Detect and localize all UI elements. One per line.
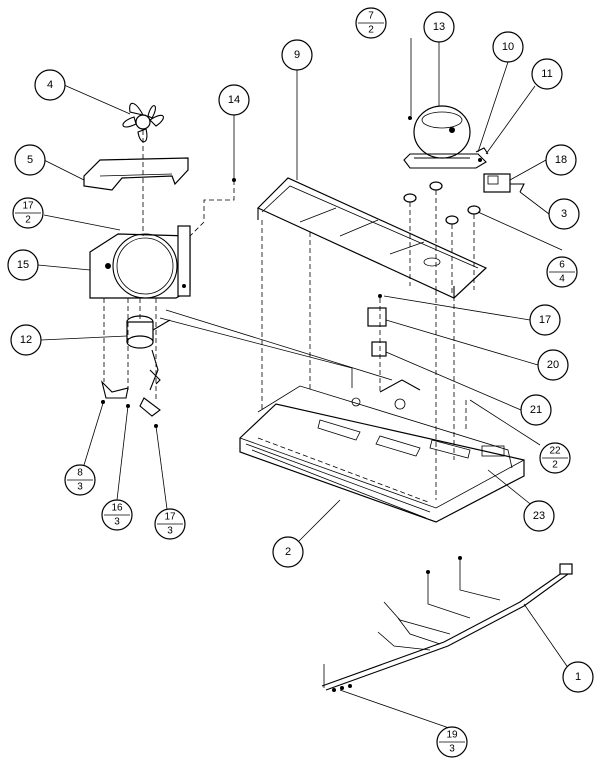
callout-15: 15 — [7, 249, 39, 281]
svg-text:8: 8 — [77, 468, 83, 479]
callout-19-3: 19 3 — [436, 726, 468, 758]
fan-blade-part — [122, 102, 164, 143]
svg-text:22: 22 — [549, 446, 561, 457]
svg-text:12: 12 — [20, 334, 32, 346]
callout-21: 21 — [520, 394, 552, 426]
svg-text:2: 2 — [368, 25, 374, 36]
svg-text:7: 7 — [368, 11, 374, 22]
svg-text:16: 16 — [111, 503, 123, 514]
svg-text:11: 11 — [541, 68, 552, 80]
svg-text:15: 15 — [17, 259, 29, 271]
callout-1: 1 — [562, 661, 594, 693]
svg-text:21: 21 — [530, 404, 542, 416]
switch-parts — [367, 294, 387, 357]
callout-12: 12 — [10, 324, 42, 356]
cover-panel-part — [256, 177, 488, 299]
callout-10: 10 — [492, 31, 524, 63]
svg-text:1: 1 — [575, 671, 581, 683]
svg-text:14: 14 — [228, 94, 240, 106]
callout-7-2: 7 2 — [355, 7, 387, 39]
callout-6-4: 6 4 — [546, 256, 578, 288]
svg-text:6: 6 — [559, 260, 565, 271]
svg-text:20: 20 — [547, 359, 559, 371]
callout-3: 3 — [548, 198, 580, 230]
svg-text:4: 4 — [559, 274, 565, 285]
svg-text:17: 17 — [539, 314, 551, 326]
assembly-lines — [103, 130, 475, 500]
base-pan-part — [239, 379, 525, 523]
svg-text:3: 3 — [561, 208, 567, 220]
callout-20: 20 — [537, 349, 569, 381]
fan-housing-part — [89, 225, 191, 299]
svg-text:3: 3 — [167, 526, 173, 537]
callout-13: 13 — [423, 11, 455, 43]
fan-motor-part — [126, 315, 171, 391]
fan-shroud-part — [83, 157, 189, 191]
motor-bracket-part — [100, 369, 161, 428]
callout-18: 18 — [545, 144, 577, 176]
svg-text:3: 3 — [77, 482, 83, 493]
svg-text:9: 9 — [294, 49, 300, 61]
svg-text:17: 17 — [22, 201, 34, 212]
grommet-parts — [403, 181, 481, 225]
wire-lead-part — [189, 180, 235, 237]
callout-14: 14 — [218, 84, 250, 116]
svg-text:5: 5 — [27, 154, 33, 166]
svg-text:10: 10 — [502, 41, 514, 53]
callout-2: 2 — [272, 536, 304, 568]
callout-17-2-left: 17 2 — [12, 197, 44, 229]
callout-23: 23 — [523, 500, 555, 532]
callout-17-right: 17 — [529, 304, 561, 336]
callout-22-2: 22 2 — [539, 442, 571, 474]
callout-8-3: 8 3 — [64, 464, 96, 496]
svg-text:23: 23 — [533, 510, 545, 522]
svg-text:18: 18 — [555, 154, 567, 166]
svg-text:3: 3 — [449, 744, 455, 755]
callout-11: 11 — [531, 58, 563, 90]
callout-17-3: 17 3 — [154, 508, 186, 540]
svg-text:13: 13 — [433, 21, 445, 33]
svg-text:2: 2 — [25, 215, 31, 226]
svg-text:2: 2 — [285, 546, 291, 558]
svg-text:17: 17 — [164, 512, 176, 523]
svg-text:4: 4 — [47, 79, 53, 91]
svg-text:2: 2 — [552, 460, 558, 471]
svg-text:19: 19 — [446, 730, 458, 741]
callout-9: 9 — [281, 39, 313, 71]
callout-16-3: 16 3 — [101, 499, 133, 531]
leader-lines — [37, 38, 572, 729]
wire-harness-part — [321, 556, 573, 692]
callout-5: 5 — [14, 144, 46, 176]
compressor-part — [403, 105, 487, 169]
callout-4: 4 — [34, 69, 66, 101]
svg-text:3: 3 — [114, 517, 120, 528]
